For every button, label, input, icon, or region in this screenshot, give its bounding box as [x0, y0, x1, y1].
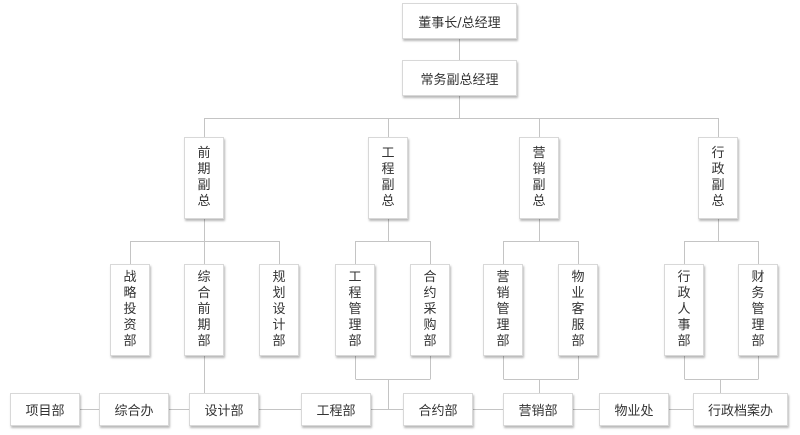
node-label: 战略投资部 — [123, 270, 137, 349]
node-label: 合约采购部 — [423, 270, 437, 349]
node-dept: 规划设计部 — [259, 264, 299, 356]
node-unit: 项目部 — [10, 393, 80, 426]
node-label: 行政副总 — [711, 146, 725, 209]
node-unit: 物业处 — [599, 393, 669, 426]
node-label: 合约部 — [418, 404, 458, 419]
node-label: 项目部 — [25, 404, 65, 419]
node-unit: 工程部 — [301, 393, 371, 426]
node-label: 前期副总 — [197, 146, 211, 209]
node-vp-engineering: 工程副总 — [368, 137, 408, 219]
node-executive-vp: 常务副总经理 — [402, 60, 517, 96]
node-label: 行政人事部 — [677, 270, 691, 349]
node-label: 董事长/总经理 — [418, 15, 501, 31]
node-label: 常务副总经理 — [420, 72, 499, 88]
node-label: 行政档案办 — [707, 404, 773, 419]
node-label: 工程管理部 — [348, 270, 362, 349]
node-dept: 行政人事部 — [664, 264, 704, 356]
node-label: 营销部 — [518, 404, 558, 419]
node-chairman: 董事长/总经理 — [402, 3, 517, 39]
node-label: 规划设计部 — [272, 270, 286, 349]
node-dept: 物业客服部 — [558, 264, 598, 356]
node-dept: 财务管理部 — [738, 264, 778, 356]
node-unit: 设计部 — [189, 393, 259, 426]
node-dept: 工程管理部 — [335, 264, 375, 356]
node-dept: 合约采购部 — [410, 264, 450, 356]
node-label: 综合办 — [114, 404, 154, 419]
node-label: 综合前期部 — [197, 270, 211, 349]
node-label: 营销副总 — [532, 146, 546, 209]
node-vp-marketing: 营销副总 — [519, 137, 559, 219]
node-label: 财务管理部 — [751, 270, 765, 349]
node-label: 工程副总 — [381, 146, 395, 209]
node-label: 营销管理部 — [496, 270, 510, 349]
node-label: 设计部 — [204, 404, 244, 419]
node-dept: 综合前期部 — [184, 264, 224, 356]
node-unit: 综合办 — [99, 393, 169, 426]
node-dept: 战略投资部 — [110, 264, 150, 356]
node-unit: 合约部 — [403, 393, 473, 426]
node-vp-admin: 行政副总 — [698, 137, 738, 219]
node-dept: 营销管理部 — [483, 264, 523, 356]
node-vp-preliminary: 前期副总 — [184, 137, 224, 219]
node-unit: 营销部 — [503, 393, 573, 426]
node-label: 工程部 — [316, 404, 356, 419]
node-unit: 行政档案办 — [693, 393, 788, 426]
node-label: 物业客服部 — [571, 270, 585, 349]
node-label: 物业处 — [614, 404, 654, 419]
